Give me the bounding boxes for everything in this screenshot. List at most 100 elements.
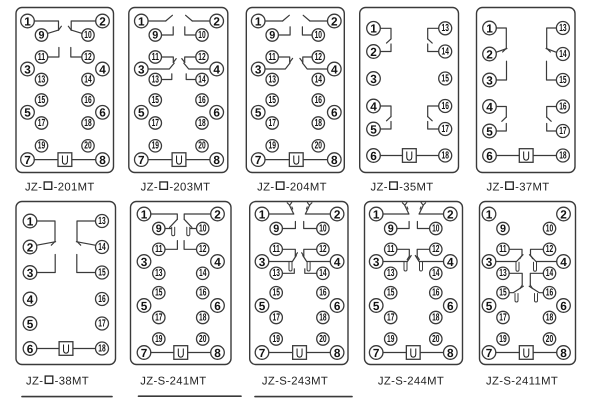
svg-text:7: 7: [486, 346, 493, 360]
svg-text:14: 14: [442, 46, 450, 57]
svg-text:11: 11: [152, 52, 160, 63]
svg-text:6: 6: [486, 149, 493, 163]
svg-text:4: 4: [214, 255, 221, 269]
svg-text:JZ-: JZ-: [257, 181, 274, 193]
svg-text:15: 15: [269, 95, 277, 106]
svg-text:18: 18: [84, 118, 92, 129]
svg-text:15: 15: [499, 288, 507, 299]
svg-text:JZ-: JZ-: [25, 181, 42, 193]
svg-text:18: 18: [315, 118, 323, 129]
svg-text:U: U: [175, 153, 183, 168]
svg-text:9: 9: [156, 223, 162, 235]
svg-text:13: 13: [98, 216, 106, 227]
svg-text:1: 1: [24, 14, 31, 28]
svg-text:7: 7: [373, 346, 380, 360]
svg-text:5: 5: [141, 299, 148, 313]
svg-text:17: 17: [269, 118, 277, 129]
svg-text:3: 3: [27, 266, 34, 280]
svg-text:12: 12: [432, 244, 440, 255]
svg-text:U: U: [61, 153, 69, 168]
svg-text:19: 19: [387, 334, 395, 345]
svg-text:5: 5: [255, 106, 262, 120]
svg-text:JZ-S-244MT: JZ-S-244MT: [378, 375, 444, 387]
svg-text:1: 1: [370, 22, 377, 36]
svg-text:6: 6: [370, 149, 377, 163]
svg-text:JZ-: JZ-: [486, 181, 503, 193]
svg-text:6: 6: [99, 106, 106, 120]
svg-text:8: 8: [331, 153, 338, 167]
svg-text:18: 18: [199, 312, 207, 323]
svg-text:5: 5: [486, 299, 493, 313]
svg-text:14: 14: [432, 268, 440, 279]
svg-text:19: 19: [38, 141, 46, 152]
svg-text:6: 6: [27, 342, 34, 356]
svg-text:U: U: [406, 149, 414, 164]
svg-text:17: 17: [98, 318, 106, 329]
svg-text:11: 11: [155, 244, 163, 255]
svg-text:16: 16: [98, 294, 106, 305]
svg-text:1: 1: [141, 207, 148, 221]
svg-text:8: 8: [213, 153, 220, 167]
svg-text:9: 9: [269, 29, 275, 41]
svg-text:8: 8: [560, 346, 567, 360]
svg-text:17: 17: [273, 312, 281, 323]
svg-text:20: 20: [199, 334, 207, 345]
svg-text:4: 4: [370, 99, 377, 113]
svg-text:6: 6: [213, 106, 220, 120]
svg-text:13: 13: [155, 268, 163, 279]
svg-text:11: 11: [387, 244, 395, 255]
svg-text:2: 2: [213, 14, 220, 28]
svg-text:16: 16: [84, 95, 92, 106]
svg-text:8: 8: [334, 346, 341, 360]
svg-text:7: 7: [24, 153, 31, 167]
svg-text:14: 14: [198, 74, 206, 85]
svg-text:18: 18: [559, 150, 567, 161]
svg-text:3: 3: [486, 73, 493, 87]
svg-text:14: 14: [199, 268, 207, 279]
svg-text:8: 8: [99, 153, 106, 167]
svg-text:17: 17: [152, 118, 160, 129]
svg-text:7: 7: [259, 346, 266, 360]
svg-text:16: 16: [199, 288, 207, 299]
svg-text:17: 17: [442, 124, 450, 135]
svg-text:6: 6: [331, 106, 338, 120]
svg-text:1: 1: [27, 214, 34, 228]
svg-text:12: 12: [319, 244, 327, 255]
svg-text:16: 16: [319, 288, 327, 299]
svg-text:4: 4: [331, 62, 338, 76]
svg-text:3: 3: [141, 255, 148, 269]
svg-text:18: 18: [319, 312, 327, 323]
svg-text:13: 13: [152, 74, 160, 85]
svg-text:1: 1: [486, 207, 493, 221]
svg-text:2: 2: [27, 240, 34, 254]
svg-text:9: 9: [500, 223, 506, 235]
svg-text:15: 15: [155, 288, 163, 299]
svg-text:10: 10: [84, 30, 92, 41]
svg-text:14: 14: [546, 268, 554, 279]
svg-text:6: 6: [447, 299, 454, 313]
svg-text:9: 9: [388, 223, 394, 235]
svg-text:20: 20: [84, 141, 92, 152]
svg-text:12: 12: [315, 52, 323, 63]
svg-text:JZ-: JZ-: [370, 181, 387, 193]
svg-text:4: 4: [99, 62, 106, 76]
svg-text:10: 10: [199, 223, 207, 234]
svg-text:2: 2: [486, 47, 493, 61]
svg-text:1: 1: [373, 207, 380, 221]
svg-text:JZ-S-2411MT: JZ-S-2411MT: [486, 375, 558, 387]
svg-text:2: 2: [334, 207, 341, 221]
svg-text:3: 3: [373, 255, 380, 269]
svg-text:1: 1: [259, 207, 266, 221]
svg-text:16: 16: [315, 95, 323, 106]
svg-text:17: 17: [38, 118, 46, 129]
svg-text:15: 15: [38, 95, 46, 106]
svg-text:U: U: [177, 346, 185, 361]
svg-text:17: 17: [387, 312, 395, 323]
svg-text:JZ-S-241MT: JZ-S-241MT: [140, 375, 206, 387]
svg-text:10: 10: [432, 223, 440, 234]
svg-text:-37MT: -37MT: [515, 181, 549, 193]
svg-text:4: 4: [560, 255, 567, 269]
svg-text:20: 20: [546, 334, 554, 345]
svg-text:10: 10: [546, 223, 554, 234]
svg-text:3: 3: [370, 72, 377, 86]
